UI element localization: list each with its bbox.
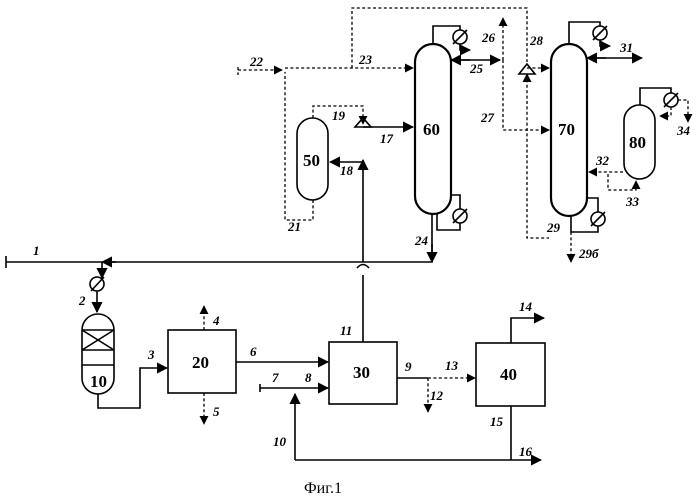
stream-1-feed-line [6, 214, 432, 278]
label-stream-33: 33 [625, 194, 640, 209]
label-stream-18: 18 [340, 163, 354, 178]
unit-40-label: 40 [500, 365, 517, 384]
label-stream-4: 4 [212, 313, 220, 328]
label-stream-17: 17 [380, 131, 394, 146]
stream-11-crossover [357, 265, 369, 269]
label-stream-14: 14 [519, 299, 533, 314]
label-stream-23: 23 [358, 52, 373, 67]
unit-70-label: 70 [558, 120, 575, 139]
heat-exchanger-icon-stream-2 [90, 277, 104, 312]
label-stream-26: 26 [481, 30, 496, 45]
unit-50-label: 50 [303, 151, 320, 170]
label-stream-29: 29 [546, 220, 561, 235]
stream-26-27-28-lines [503, 18, 549, 238]
unit-20-block: 20 [168, 330, 236, 393]
unit-30-label: 30 [353, 363, 370, 382]
label-stream-32: 32 [595, 153, 610, 168]
unit-30-block: 30 [329, 342, 397, 404]
label-stream-15: 15 [490, 414, 504, 429]
label-stream-8: 8 [305, 370, 312, 385]
label-stream-7: 7 [272, 370, 279, 385]
label-stream-5: 5 [213, 404, 220, 419]
unit-50-vessel: 50 [297, 118, 328, 200]
figure-caption: Фиг.1 [304, 480, 342, 497]
unit-10-reactor: 10 [82, 314, 114, 394]
label-stream-3: 3 [147, 347, 155, 362]
label-stream-16: 16 [519, 444, 533, 459]
label-stream-19: 19 [332, 108, 346, 123]
unit-80-vessel: 80 [624, 105, 655, 179]
label-stream-34: 34 [676, 123, 691, 138]
label-stream-24: 24 [414, 233, 429, 248]
label-stream-9: 9 [405, 359, 412, 374]
label-stream-13: 13 [445, 358, 459, 373]
unit-60-column: 60 [415, 44, 451, 214]
unit-70-column: 70 [551, 44, 587, 216]
unit-20-label: 20 [192, 353, 209, 372]
label-stream-10: 10 [273, 434, 287, 449]
label-stream-11: 11 [340, 323, 352, 338]
stream-14-line [511, 318, 544, 343]
label-stream-2: 2 [78, 293, 86, 308]
label-stream-25: 25 [469, 61, 484, 76]
label-stream-1: 1 [33, 243, 40, 258]
label-stream-28: 28 [529, 33, 544, 48]
unit-60-label: 60 [423, 120, 440, 139]
label-stream-21: 21 [287, 219, 301, 234]
unit-40-block: 40 [476, 343, 545, 406]
label-stream-31: 31 [619, 40, 633, 55]
label-stream-6: 6 [250, 344, 257, 359]
unit-10-label: 10 [90, 372, 107, 391]
unit-80-label: 80 [629, 133, 646, 152]
label-stream-12: 12 [430, 388, 444, 403]
label-stream-22: 22 [249, 54, 264, 69]
label-stream-27: 27 [480, 110, 495, 125]
label-stream-29b: 29б [578, 246, 599, 261]
